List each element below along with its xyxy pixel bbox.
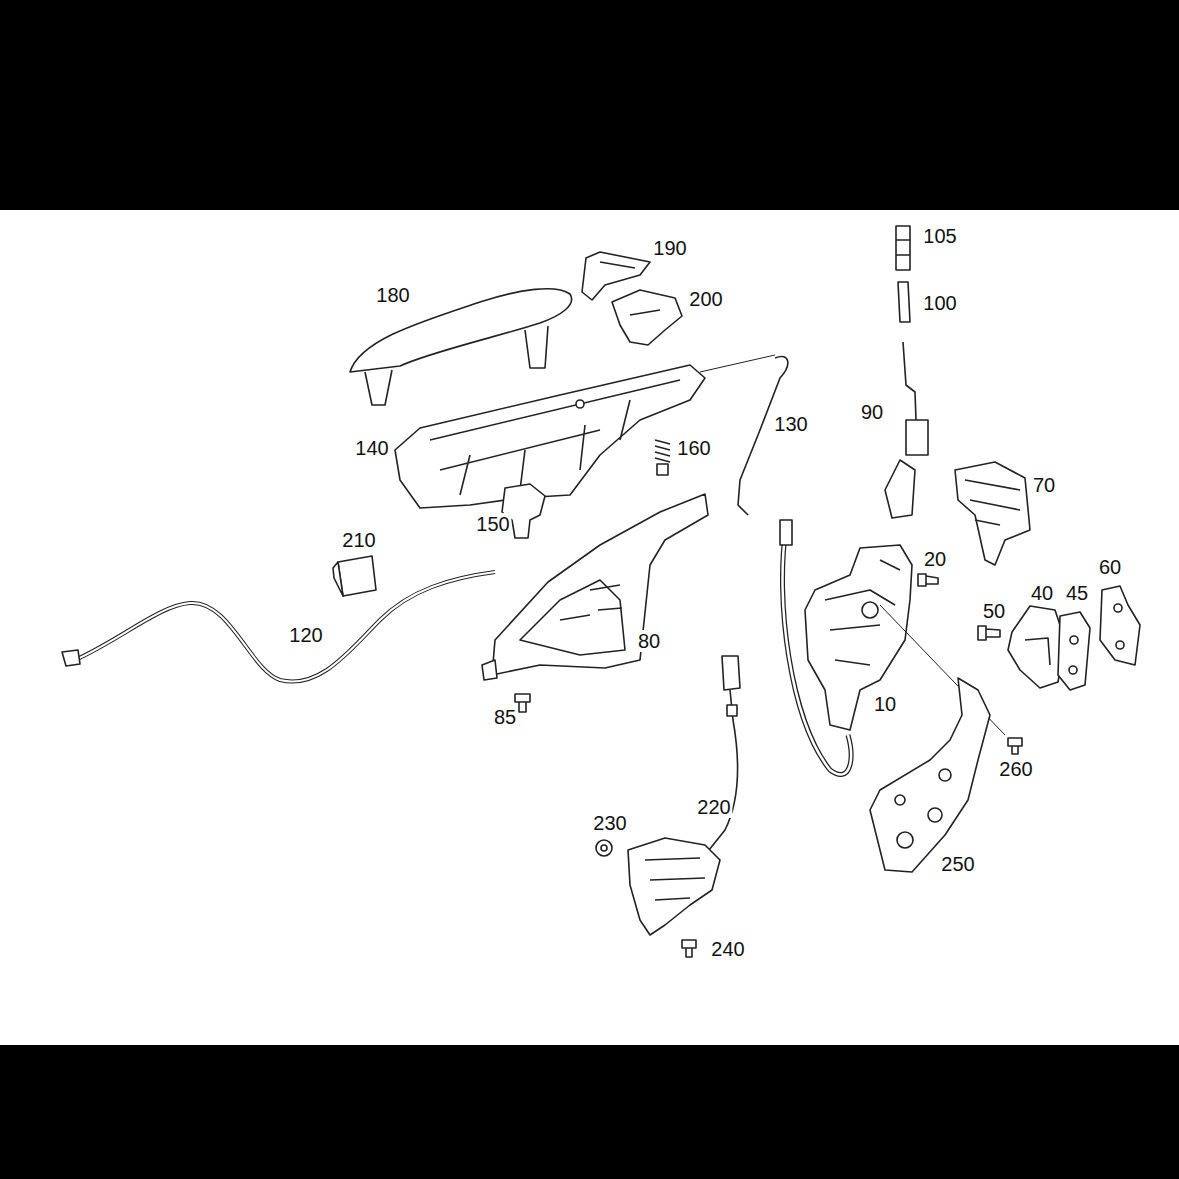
callout-number: 105 [921, 225, 958, 247]
callout-number: 240 [709, 938, 746, 960]
top-bar [0, 0, 1179, 210]
callout-number: 50 [981, 600, 1007, 622]
callout-number: 60 [1097, 556, 1123, 578]
callout-number: 85 [492, 706, 518, 728]
callout-number: 260 [997, 758, 1034, 780]
callout-number: 200 [687, 288, 724, 310]
callout-number: 160 [675, 437, 712, 459]
callout-number: 150 [474, 513, 511, 535]
callout-number: 45 [1064, 582, 1090, 604]
callout-number: 130 [772, 413, 809, 435]
callout-number: 10 [872, 693, 898, 715]
callout-number: 230 [591, 812, 628, 834]
callout-number: 220 [695, 796, 732, 818]
bottom-bar [0, 1045, 1179, 1179]
callout-number: 70 [1031, 474, 1057, 496]
callout-number: 100 [921, 292, 958, 314]
callout-number: 210 [340, 529, 377, 551]
callout-number: 250 [939, 853, 976, 875]
callout-number: 180 [374, 284, 411, 306]
callout-number: 80 [636, 630, 662, 652]
callout-number: 120 [287, 624, 324, 646]
callout-number: 190 [651, 237, 688, 259]
callout-number: 40 [1029, 582, 1055, 604]
callout-number: 90 [859, 401, 885, 423]
callout-number: 20 [922, 548, 948, 570]
callout-number: 140 [353, 437, 390, 459]
